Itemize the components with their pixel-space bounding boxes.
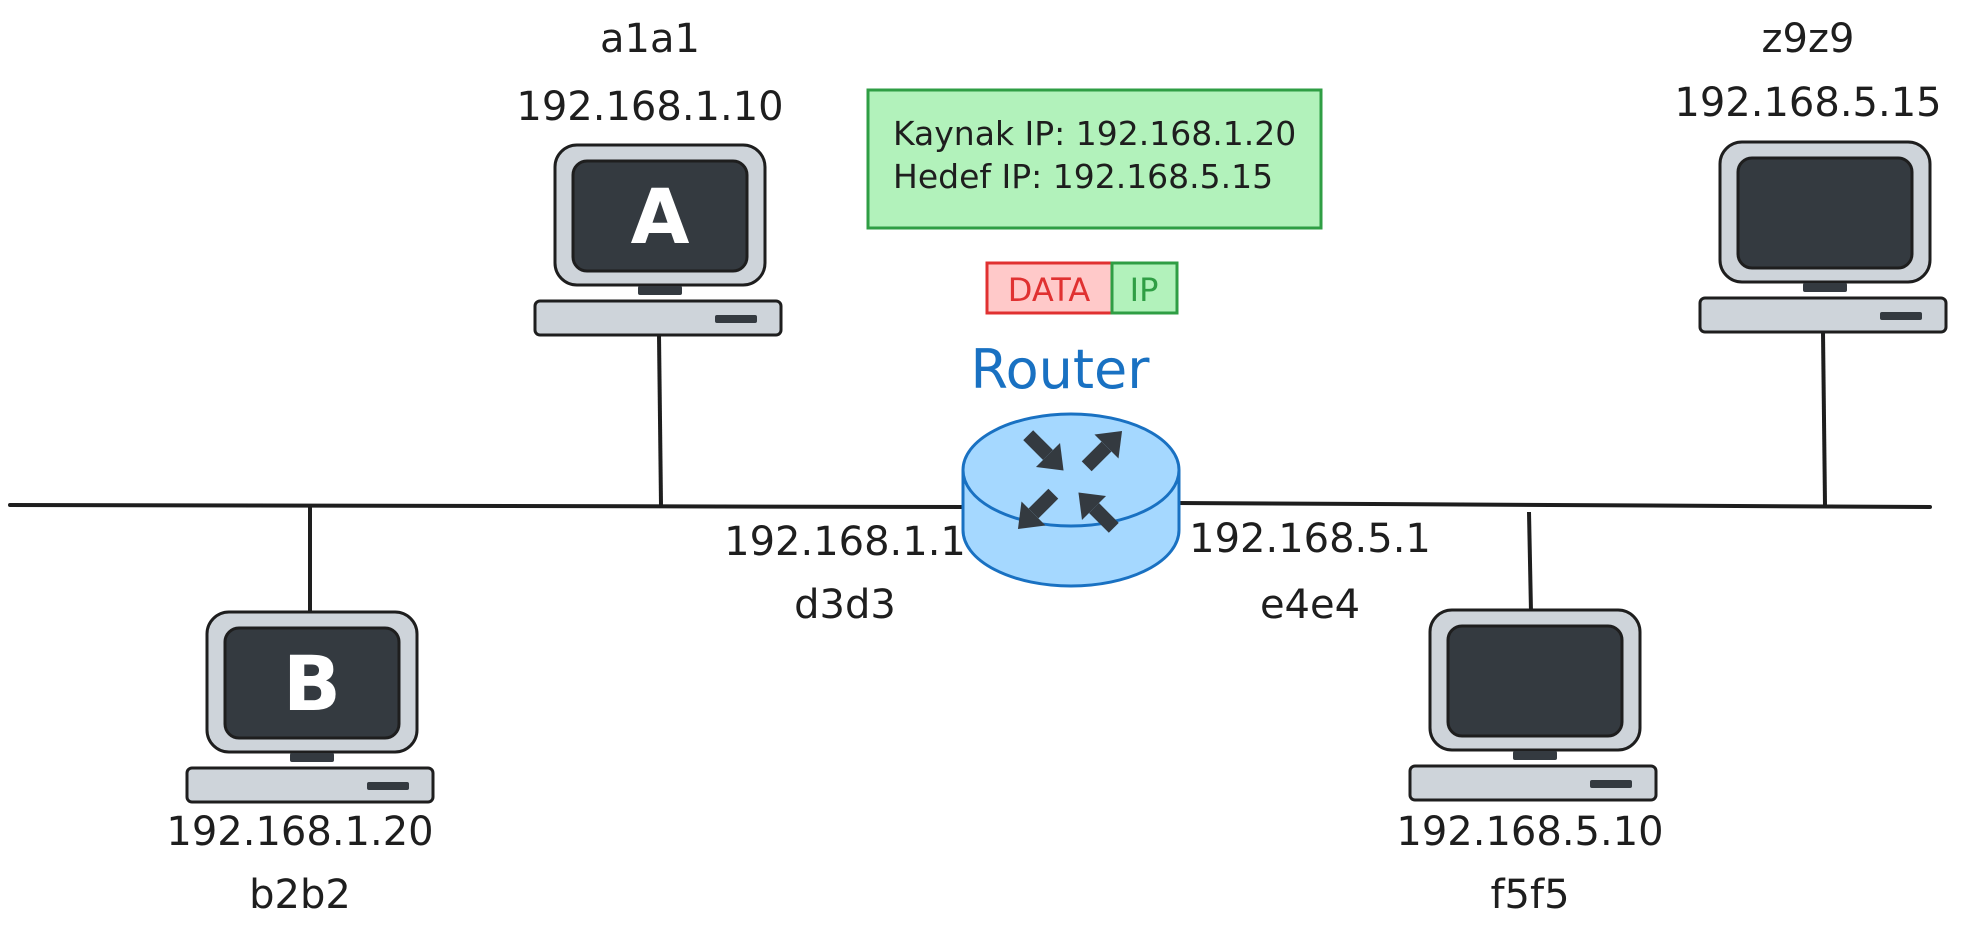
screen xyxy=(571,159,749,273)
interface-right-mac: e4e4 xyxy=(1260,582,1360,628)
screen-letter-b: B xyxy=(283,639,341,728)
host-z-ip: 192.168.5.15 xyxy=(1674,80,1941,126)
computer-a[interactable]: A xyxy=(533,143,783,337)
drive-slot xyxy=(1590,780,1632,788)
host-a-ip: 192.168.1.10 xyxy=(516,84,783,130)
keyboard-base xyxy=(1698,296,1948,334)
drive-slot xyxy=(1880,312,1922,320)
monitor-neck xyxy=(1803,283,1847,292)
router-arrows-icon xyxy=(1017,430,1123,533)
screen xyxy=(1446,624,1624,738)
packet-data-segment xyxy=(985,261,1114,315)
packet-ip-segment xyxy=(1110,261,1179,315)
dest-ip-line: Hedef IP: 192.168.5.15 xyxy=(893,157,1273,196)
host-z-name: z9z9 xyxy=(1762,16,1855,62)
monitor-neck xyxy=(290,753,334,762)
host-f-name: f5f5 xyxy=(1490,872,1569,918)
drop-line-a xyxy=(657,334,663,506)
host-a-name: a1a1 xyxy=(600,16,700,62)
interface-left-ip: 192.168.1.1 xyxy=(724,519,966,565)
router-label: Router xyxy=(971,338,1151,401)
source-ip-line: Kaynak IP: 192.168.1.20 xyxy=(893,114,1296,153)
interface-right-ip: 192.168.5.1 xyxy=(1189,516,1431,562)
packet-ip-label: IP xyxy=(1130,271,1159,309)
keyboard-base xyxy=(1408,764,1658,802)
monitor-neck xyxy=(1513,751,1557,760)
packet-header-box: Kaynak IP: 192.168.1.20 Hedef IP: 192.16… xyxy=(866,88,1323,230)
packet-data-label: DATA xyxy=(1008,271,1091,309)
router-top xyxy=(961,412,1181,528)
computer-z[interactable] xyxy=(1698,140,1948,334)
screen xyxy=(223,626,401,740)
host-b-ip: 192.168.1.20 xyxy=(166,809,433,855)
network-line-right xyxy=(1173,501,1932,509)
drop-line-f xyxy=(1527,511,1533,613)
computer-b[interactable]: B xyxy=(185,610,435,804)
host-b-name: b2b2 xyxy=(249,872,351,918)
drive-slot xyxy=(715,315,757,323)
screen xyxy=(1736,156,1914,270)
computer-f[interactable] xyxy=(1408,608,1658,802)
host-f-ip: 192.168.5.10 xyxy=(1396,809,1663,855)
network-line-left xyxy=(8,503,967,509)
monitor-neck xyxy=(638,286,682,295)
packet: DATA IP xyxy=(985,261,1179,315)
keyboard-base xyxy=(533,299,783,337)
drop-line-z xyxy=(1821,331,1827,506)
router[interactable] xyxy=(961,412,1181,588)
screen-letter-a: A xyxy=(631,172,690,261)
drive-slot xyxy=(367,782,409,790)
interface-left-mac: d3d3 xyxy=(794,582,896,628)
keyboard-base xyxy=(185,766,435,804)
